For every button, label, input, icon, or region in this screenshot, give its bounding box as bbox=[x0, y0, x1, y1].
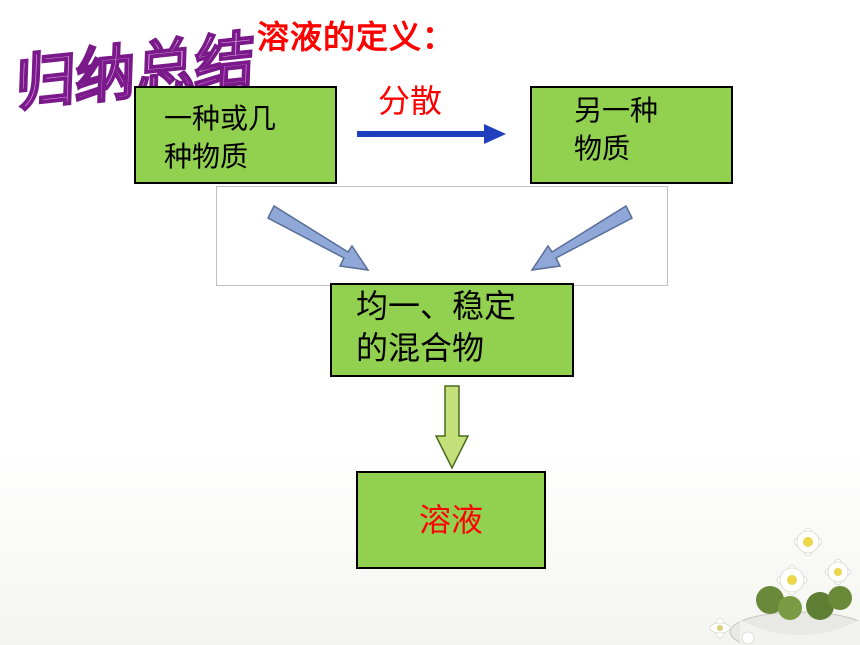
box-mixture-line2: 的混合物 bbox=[356, 329, 485, 367]
box-solute-line1: 一种或几 bbox=[164, 102, 277, 135]
disperse-arrow-icon bbox=[357, 124, 506, 144]
box-uniform-mixture: 均一、稳定 的混合物 bbox=[330, 283, 574, 377]
box-solvent-line2: 物质 bbox=[574, 132, 631, 165]
diagonal-arrow-left-icon bbox=[267, 204, 370, 271]
flower-pot-icon bbox=[709, 527, 860, 645]
box-mixture-line1: 均一、稳定 bbox=[356, 287, 517, 325]
box-solution: 溶液 bbox=[356, 471, 546, 569]
diagonal-arrow-right-icon bbox=[530, 204, 633, 271]
definition-title: 溶液的定义： bbox=[257, 18, 456, 56]
box-solution-label: 溶液 bbox=[418, 501, 483, 539]
box-solvent-line1: 另一种 bbox=[574, 94, 659, 127]
down-arrow-icon bbox=[434, 385, 470, 470]
box-solute-line2: 种物质 bbox=[164, 140, 249, 173]
box-solute-substances: 一种或几 种物质 bbox=[134, 86, 337, 184]
disperse-label: 分散 bbox=[378, 82, 443, 120]
box-solvent-substance: 另一种 物质 bbox=[530, 86, 733, 184]
